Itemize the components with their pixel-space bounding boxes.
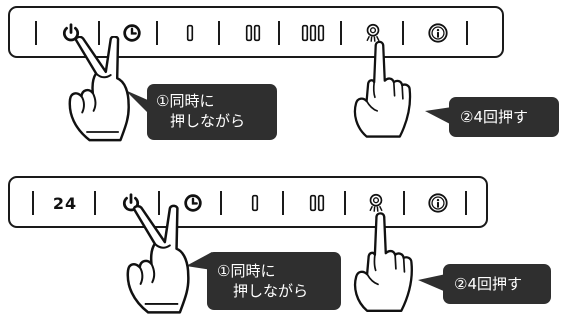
control-panel-bottom: 24 — [8, 176, 488, 228]
divider — [278, 21, 280, 45]
two-finger-hand-icon — [68, 36, 130, 142]
divider — [282, 191, 284, 215]
timer-display: 24 — [48, 187, 82, 219]
callout-text-four-times-top: ②4回押す — [460, 108, 528, 126]
pointing-hand-icon — [353, 212, 414, 313]
callout-press-four-times-top — [425, 97, 559, 137]
callout-text-simultaneous-top: ①同時に 押しながら — [156, 92, 246, 130]
pointing-hand-icon — [353, 40, 412, 138]
divider — [344, 191, 346, 215]
divider — [156, 21, 158, 45]
divider — [402, 21, 404, 45]
divider — [218, 21, 220, 45]
divider — [403, 191, 405, 215]
divider — [340, 21, 342, 45]
divider — [220, 191, 222, 215]
display-value: 24 — [52, 193, 78, 213]
callout-simultaneous-press-top — [125, 84, 277, 140]
divider — [98, 21, 100, 45]
two-finger-hand-icon — [126, 204, 190, 314]
callout-simultaneous-press-bottom — [186, 252, 341, 310]
divider — [158, 191, 160, 215]
callout-press-four-times-bottom — [418, 264, 551, 304]
divider — [32, 191, 34, 215]
callout-text-simultaneous-bottom: ①同時に 押しながら — [217, 262, 309, 300]
divider — [466, 21, 468, 45]
divider — [94, 191, 96, 215]
divider — [35, 21, 37, 45]
divider — [465, 191, 467, 215]
callout-text-four-times-bottom: ②4回押す — [454, 275, 522, 293]
